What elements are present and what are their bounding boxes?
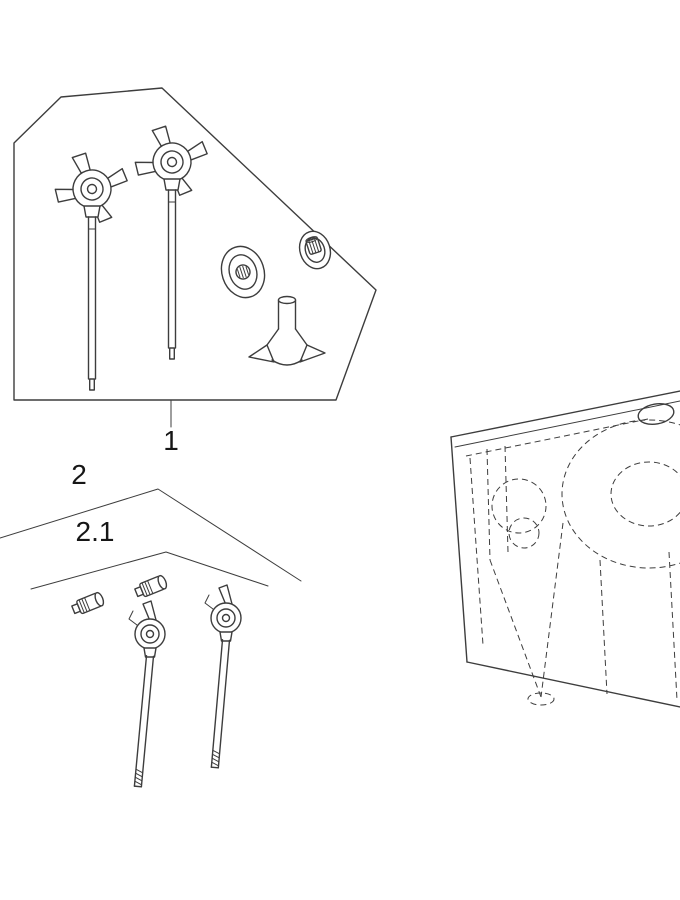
cistern-bottom-edge — [466, 661, 680, 708]
part-actuator-rod-left — [45, 142, 138, 391]
part-seal-disc-left — [220, 245, 266, 299]
part-wing-nut — [248, 295, 326, 366]
callout-2-label: 2 — [71, 459, 87, 490]
callout-1: 1 — [163, 399, 179, 456]
callout-2-1: 2.1 — [30, 516, 269, 590]
callout-2-1-label: 2.1 — [76, 516, 115, 547]
part-seal-disc-right — [298, 230, 332, 270]
cistern-flush-valve-dashed — [561, 419, 680, 569]
diagram-root: 1 2 2.1 — [0, 87, 680, 788]
part-lever-rod-right — [204, 584, 242, 769]
part-lever-rod-left — [128, 600, 166, 788]
cistern-top-opening — [637, 402, 675, 426]
part-plug-left — [69, 590, 106, 617]
cistern-left-edge — [450, 436, 468, 663]
cistern-top-edge — [450, 390, 680, 438]
callout-2-1-bracket — [30, 551, 269, 590]
callout-2-bracket — [0, 488, 302, 582]
group-1-parts — [45, 115, 332, 391]
group-1-boundary — [13, 87, 377, 401]
cistern-inlet-dashed — [491, 478, 547, 534]
part-actuator-rod-right — [125, 115, 218, 360]
callout-2: 2 — [0, 459, 302, 582]
group-2-1-parts — [69, 573, 242, 788]
cistern-reference — [450, 390, 680, 708]
callout-1-label: 1 — [163, 425, 179, 456]
part-plug-right — [132, 573, 169, 600]
